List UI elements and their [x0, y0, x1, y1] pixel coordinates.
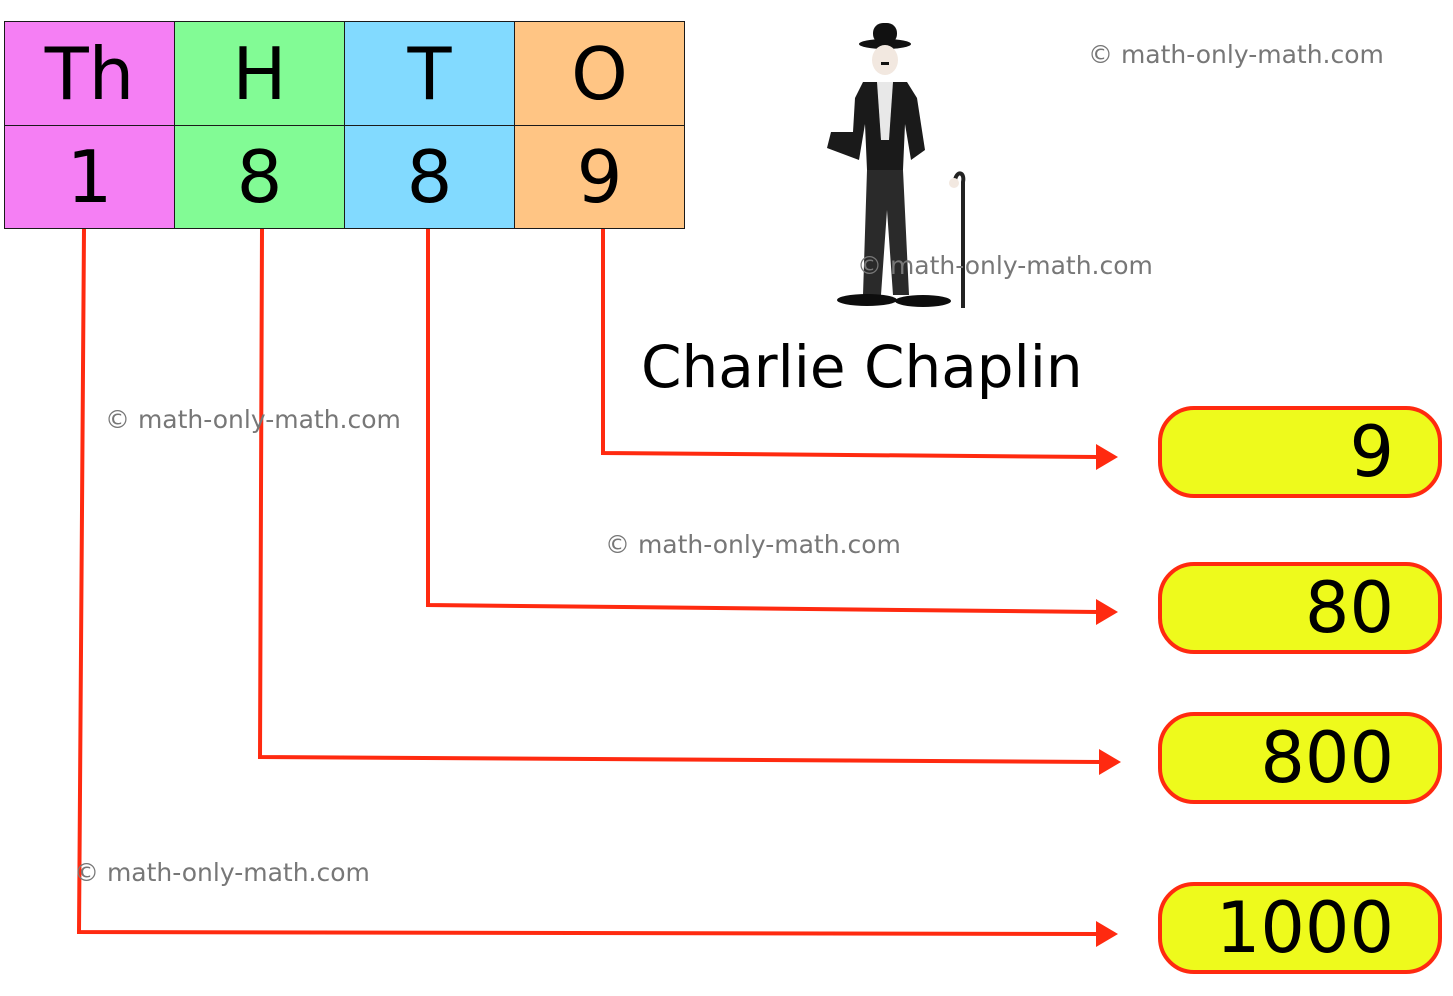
- watermark: © math-only-math.com: [1088, 40, 1384, 69]
- arrow-head-icon: [1096, 444, 1118, 470]
- connector-ones: [601, 229, 1099, 459]
- arrow-head-icon: [1096, 599, 1118, 625]
- result-hundreds-value: 800: [1158, 712, 1442, 804]
- place-value-digit-row: 1 8 8 9: [4, 125, 685, 229]
- arrow-head-icon: [1099, 749, 1121, 775]
- digit-tens: 8: [344, 125, 515, 229]
- place-value-table: Th H T O 1 8 8 9: [4, 21, 685, 229]
- watermark: © math-only-math.com: [857, 251, 1153, 280]
- digit-hundreds: 8: [174, 125, 345, 229]
- header-ones: O: [514, 21, 685, 126]
- connector-hundreds: [257, 228, 1102, 764]
- result-ones-value: 9: [1158, 406, 1442, 498]
- digit-thousands: 1: [4, 125, 175, 229]
- connector-thousands: [76, 228, 1099, 936]
- connector-tens: [426, 229, 1099, 614]
- watermark: © math-only-math.com: [74, 858, 370, 887]
- digit-ones: 9: [514, 125, 685, 229]
- watermark: © math-only-math.com: [605, 530, 901, 559]
- result-thousands-value: 1000: [1158, 882, 1442, 974]
- result-tens-value: 80: [1158, 562, 1442, 654]
- arrow-head-icon: [1096, 921, 1118, 947]
- watermark: © math-only-math.com: [105, 405, 401, 434]
- figure-caption: Charlie Chaplin: [641, 333, 1083, 401]
- charlie-chaplin-figure-icon: [827, 23, 966, 308]
- header-thousands: Th: [4, 21, 175, 126]
- place-value-header-row: Th H T O: [4, 21, 685, 126]
